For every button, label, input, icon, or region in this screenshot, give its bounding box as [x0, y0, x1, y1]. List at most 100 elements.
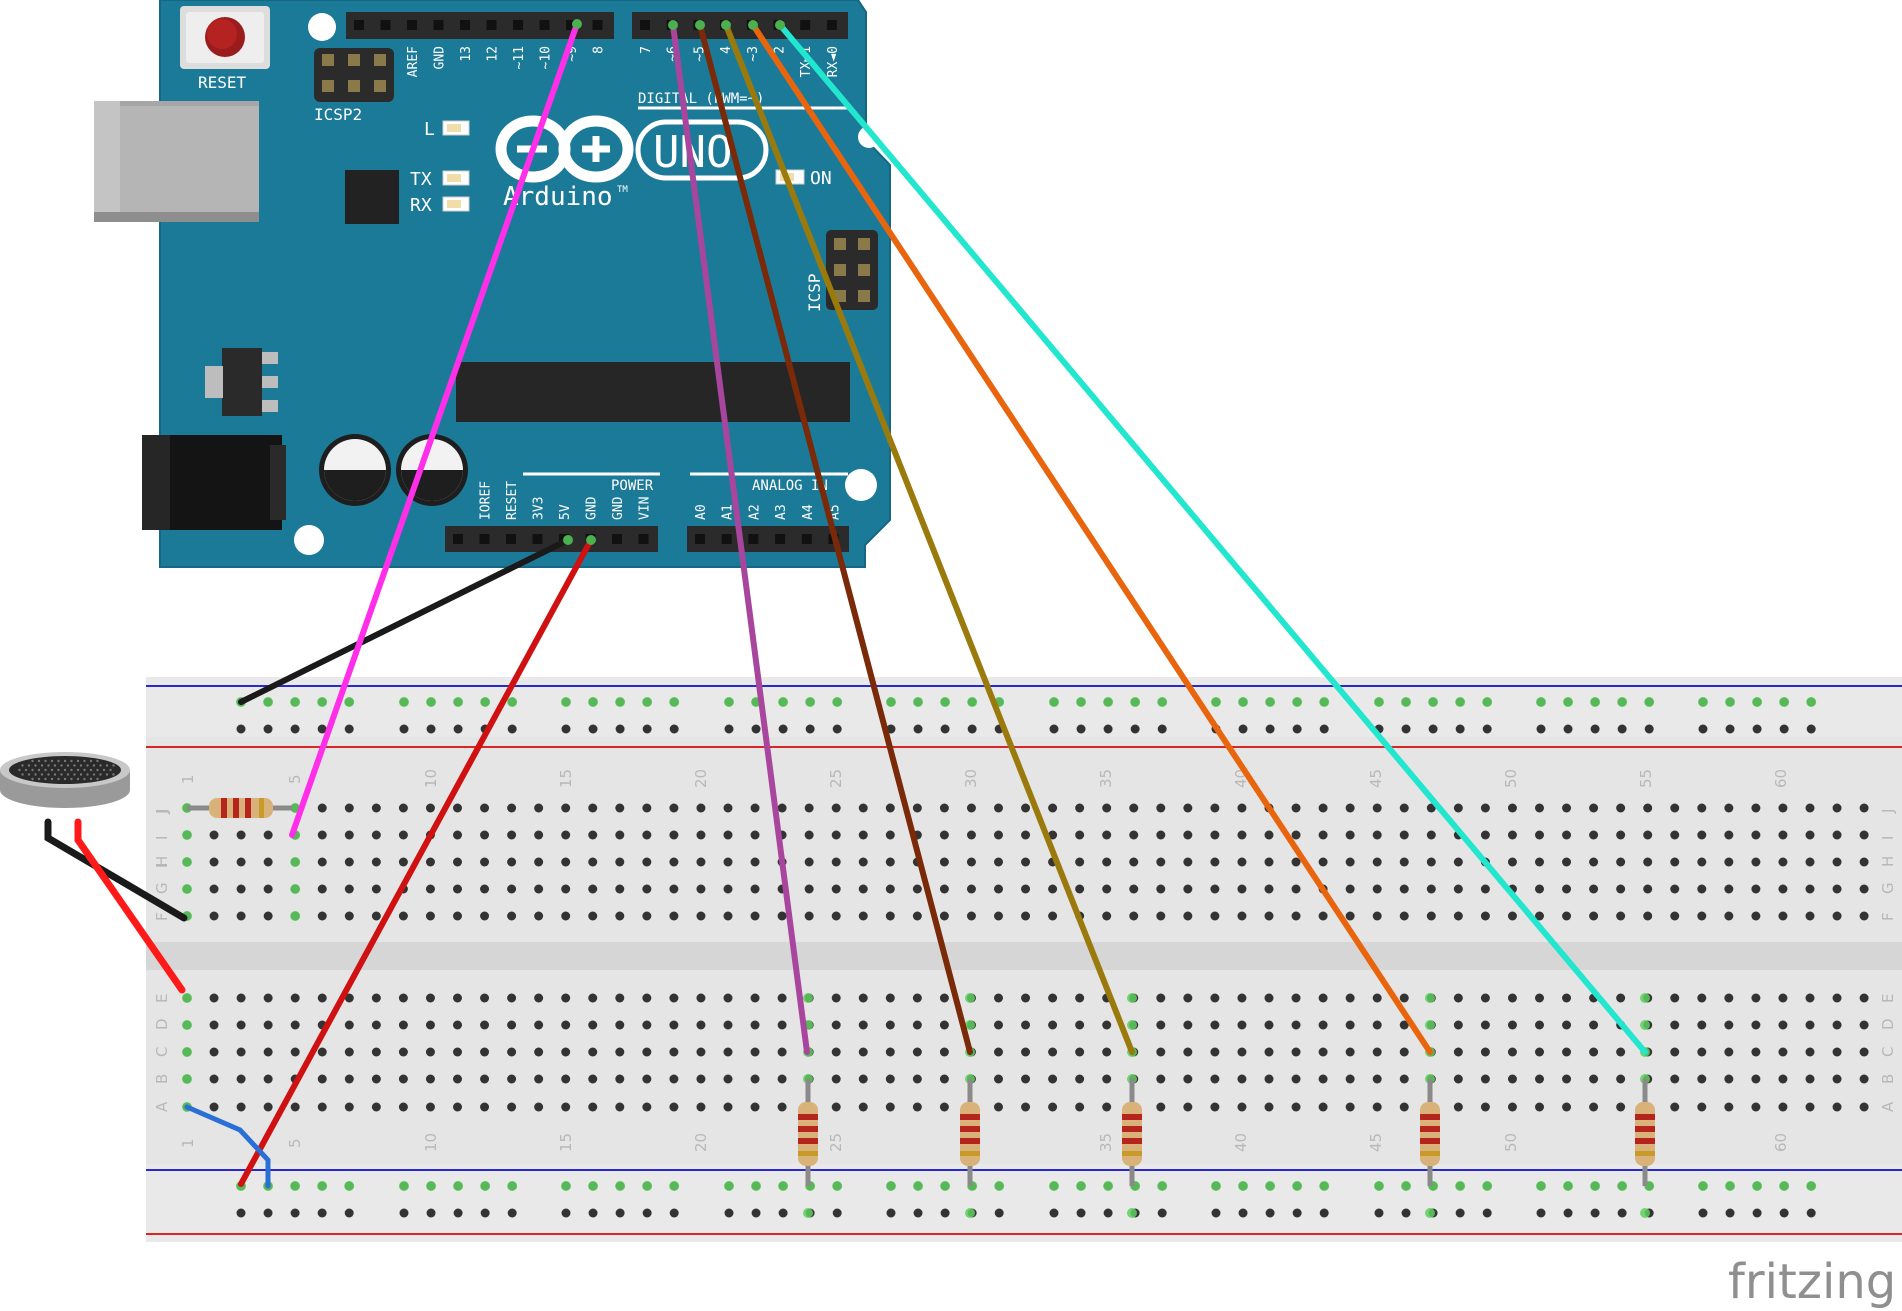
breadboard-hole	[344, 1047, 354, 1057]
breadboard-hole	[398, 993, 408, 1003]
breadboard-hole	[723, 884, 733, 894]
breadboard-hole	[263, 1102, 273, 1112]
breadboard-hole	[1832, 993, 1842, 1003]
breadboard-hole	[371, 1102, 381, 1112]
breadboard-hole	[831, 1102, 841, 1112]
breadboard-hole	[1372, 1047, 1382, 1057]
rail-hole	[669, 1208, 679, 1218]
breadboard-hole	[1210, 1074, 1220, 1084]
breadboard-hole	[642, 911, 652, 921]
breadboard-hole	[1616, 1102, 1626, 1112]
rail-hole	[1401, 724, 1411, 734]
rail-hole	[1049, 1208, 1059, 1218]
breadboard-hole	[1372, 911, 1382, 921]
breadboard-hole	[966, 803, 976, 813]
breadboard-hole	[669, 857, 679, 867]
wire-blue-jumper	[184, 1104, 271, 1189]
breadboard-hole	[1264, 884, 1274, 894]
column-number: 20	[692, 769, 710, 788]
breadboard-hole	[696, 1102, 706, 1112]
breadboard-hole	[1318, 803, 1328, 813]
connected-hole	[886, 1181, 896, 1191]
breadboard-hole	[858, 1020, 868, 1030]
mounting-hole	[858, 126, 880, 148]
center-channel	[146, 942, 1902, 970]
grille-hole	[63, 768, 67, 772]
digital-header-label: DIGITAL (PWM=~)	[638, 91, 764, 107]
breadboard-hole	[831, 803, 841, 813]
breadboard-hole	[1724, 993, 1734, 1003]
breadboard-hole	[1372, 884, 1382, 894]
connected-hole	[182, 1074, 192, 1084]
breadboard-hole	[1670, 803, 1680, 813]
breadboard-hole	[507, 1047, 517, 1057]
breadboard-hole	[588, 803, 598, 813]
column-number: 50	[1502, 1133, 1520, 1152]
rail-hole	[426, 1208, 436, 1218]
breadboard-hole	[885, 993, 895, 1003]
breadboard-hole	[994, 1020, 1003, 1030]
pin-label: 8	[592, 46, 607, 54]
rail-hole	[913, 724, 923, 734]
grille-hole	[105, 764, 109, 767]
breadboard-hole	[317, 1074, 327, 1084]
breadboard-hole	[750, 803, 760, 813]
grille-hole	[112, 773, 115, 776]
led-l-label: L	[424, 119, 435, 140]
pin-label: A1	[721, 504, 736, 520]
breadboard-hole	[1345, 884, 1355, 894]
breadboard-hole	[561, 1020, 571, 1030]
board-pcb	[159, 0, 891, 568]
grille-hole	[99, 764, 102, 767]
breadboard-hole	[642, 1047, 652, 1057]
column-number: 5	[286, 1138, 304, 1148]
breadboard-hole	[209, 993, 219, 1003]
connected-hole	[940, 697, 951, 707]
rail-hole	[1617, 724, 1627, 734]
connected-hole	[967, 697, 978, 707]
rail-hole	[1590, 724, 1600, 734]
breadboard-hole	[1102, 1074, 1112, 1084]
connected-hole	[1127, 1208, 1137, 1218]
breadboard-hole	[1183, 911, 1193, 921]
grille-hole	[47, 773, 50, 776]
atmega-chip	[456, 362, 850, 422]
breadboard-hole	[885, 1020, 895, 1030]
breadboard-hole	[615, 1047, 625, 1057]
breadboard-hole	[561, 830, 571, 840]
breadboard-hole	[1562, 1102, 1572, 1112]
resistor-band	[1635, 1138, 1655, 1144]
connected-hole	[1292, 1181, 1303, 1191]
wire-end	[563, 535, 573, 545]
breadboard-hole	[1697, 857, 1707, 867]
breadboard-hole	[1859, 911, 1869, 921]
rail-hole	[751, 724, 761, 734]
resistor-band	[960, 1114, 980, 1120]
row-letter: B	[153, 1074, 171, 1084]
rail-hole	[1752, 1208, 1762, 1218]
breadboard-hole	[777, 1047, 787, 1057]
breadboard-hole	[912, 1102, 922, 1112]
breadboard-hole	[290, 1020, 300, 1030]
breadboard-hole	[1183, 1047, 1193, 1057]
column-number: 60	[1772, 769, 1790, 788]
breadboard-hole	[1562, 1047, 1572, 1057]
wire-end	[775, 20, 785, 30]
wire-pin6-led2	[697, 22, 973, 1055]
grille-hole	[53, 773, 57, 776]
grille-hole	[73, 764, 76, 767]
breadboard-hole	[1048, 993, 1058, 1003]
breadboard-hole	[1048, 1020, 1058, 1030]
breadboard-hole	[1318, 1020, 1328, 1030]
grille-hole	[76, 777, 80, 781]
breadboard-hole	[723, 803, 733, 813]
breadboard-hole	[588, 993, 598, 1003]
rail-hole	[344, 724, 354, 734]
connected-hole	[1425, 993, 1435, 1003]
breadboard-hole	[209, 884, 219, 894]
breadboard-hole	[480, 830, 490, 840]
breadboard-hole	[696, 1047, 706, 1057]
breadboard-hole	[1426, 884, 1436, 894]
resistor-band	[1122, 1126, 1142, 1132]
